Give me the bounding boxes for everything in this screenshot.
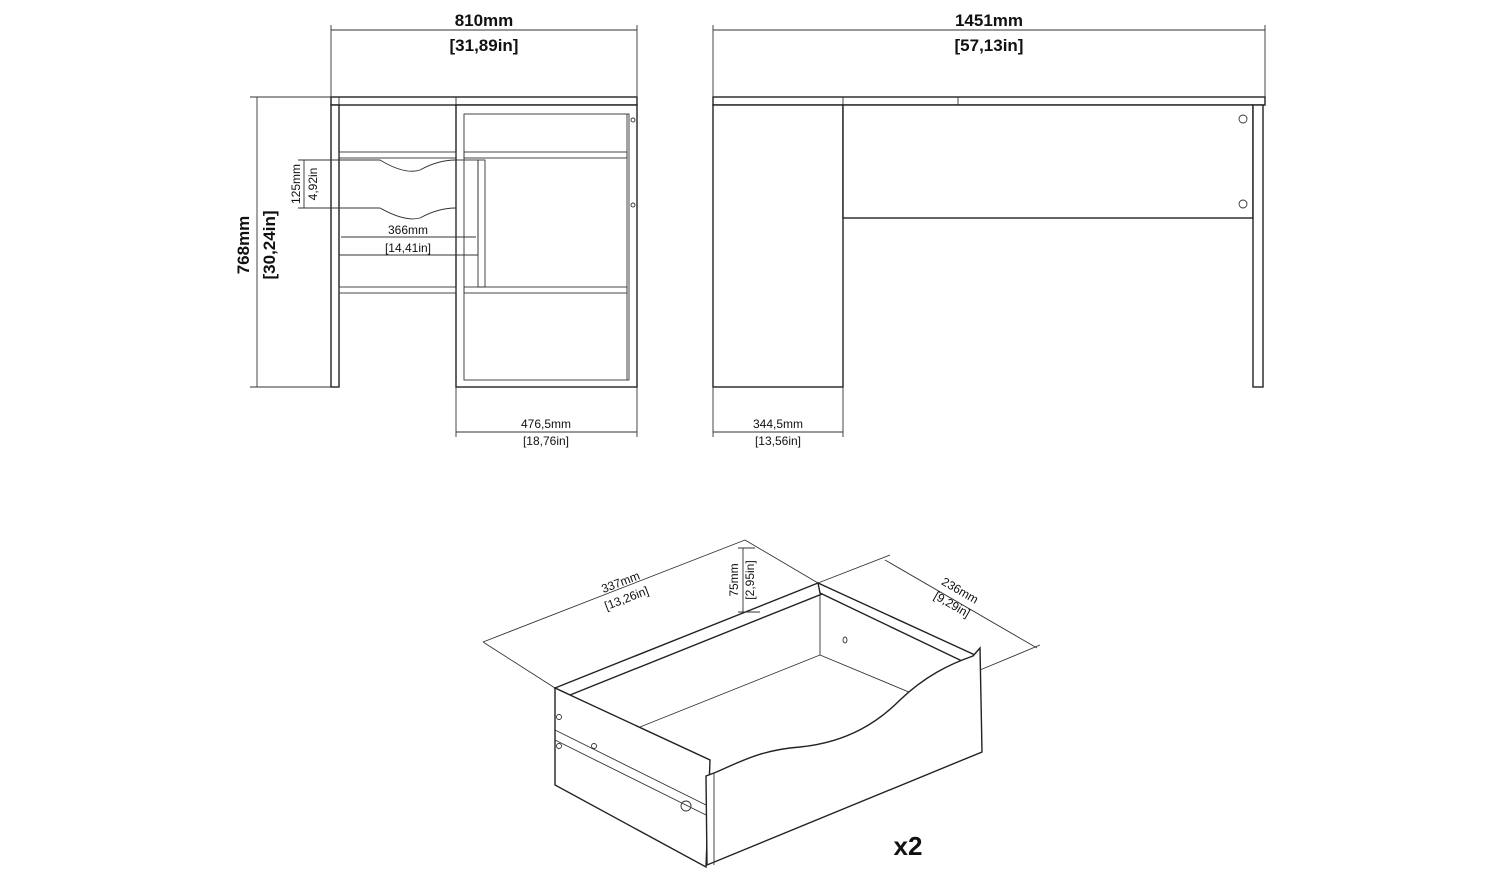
width-mm: 810mm <box>455 11 514 30</box>
modesty-panel <box>842 104 1254 219</box>
pedestal-width-in: [18,76in] <box>523 434 569 448</box>
width-in: [31,89in] <box>450 36 519 55</box>
front-view: 1451mm [57,13in] 344,5mm [13,56in] <box>712 11 1266 448</box>
pedestal-width-mm: 476,5mm <box>521 417 571 431</box>
shelf-top-left <box>338 151 457 159</box>
drawer-quantity: x2 <box>894 831 923 861</box>
side-view: 810mm [31,89in] 768mm [30,24in] 125mm 4,… <box>234 11 638 448</box>
drawer-front-2 <box>339 207 457 220</box>
drawer-width-mm: 366mm <box>388 223 428 237</box>
drawer-height-mm-iso: 75mm <box>727 563 741 596</box>
front-width-mm: 1451mm <box>955 11 1023 30</box>
pedestal <box>455 104 638 388</box>
drawer-width-in: [14,41in] <box>385 241 431 255</box>
right-leg <box>1252 104 1264 388</box>
front-pedestal <box>712 104 844 388</box>
left-leg <box>330 104 340 388</box>
drawer-height-in: 4,92in <box>306 168 320 201</box>
height-in: [30,24in] <box>260 211 279 280</box>
desktop-top-side <box>330 96 638 106</box>
height-mm: 768mm <box>234 216 253 275</box>
front-width-in: [57,13in] <box>955 36 1024 55</box>
drawer-front-panel <box>705 646 983 867</box>
pedestal-depth-in: [13,56in] <box>755 434 801 448</box>
pedestal-depth-mm: 344,5mm <box>753 417 803 431</box>
drawer-height-in-iso: [2,95in] <box>743 560 757 599</box>
shelf-bottom-left <box>338 286 457 294</box>
drawer-height-mm: 125mm <box>289 164 303 204</box>
drawer-front-1 <box>339 159 457 172</box>
desktop-top-front <box>712 96 1266 106</box>
drawer-left-side <box>554 686 711 869</box>
drawer-isometric: 337mm [13,26in] 75mm [2,95in] 236mm [9,2… <box>482 539 1041 869</box>
